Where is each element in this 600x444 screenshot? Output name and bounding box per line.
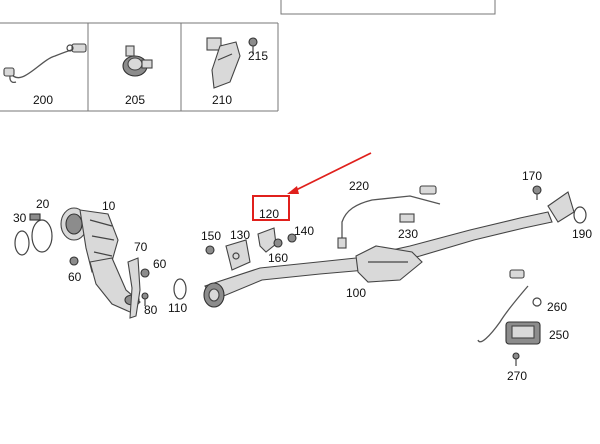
label-215: 215 bbox=[248, 49, 268, 63]
label-260: 260 bbox=[547, 300, 567, 314]
clip-230 bbox=[399, 213, 415, 223]
temperature-sensor-220 bbox=[337, 185, 441, 249]
label-10: 10 bbox=[102, 199, 116, 213]
label-160: 160 bbox=[268, 251, 288, 265]
label-205: 205 bbox=[125, 93, 145, 107]
bolt-215 bbox=[248, 37, 258, 54]
nut-60-left bbox=[69, 256, 79, 266]
vband-clamp-20 bbox=[29, 213, 53, 253]
label-170: 170 bbox=[522, 169, 542, 183]
bolt-170 bbox=[532, 185, 542, 200]
valve-205 bbox=[122, 45, 153, 77]
oxygen-sensor-200 bbox=[3, 43, 87, 84]
label-130: 130 bbox=[230, 228, 250, 242]
label-120: 120 bbox=[259, 207, 279, 221]
nut-60-right bbox=[140, 268, 150, 278]
nox-module-250 bbox=[505, 321, 541, 345]
highlight-box-120 bbox=[252, 195, 290, 221]
label-20: 20 bbox=[36, 197, 50, 211]
bracket-130 bbox=[225, 239, 251, 271]
label-70: 70 bbox=[134, 240, 148, 254]
label-190: 190 bbox=[572, 227, 592, 241]
top-panel-frame bbox=[280, 0, 496, 15]
nox-sensor-260 bbox=[477, 269, 542, 343]
label-140: 140 bbox=[294, 224, 314, 238]
bolt-160 bbox=[273, 238, 283, 248]
label-210: 210 bbox=[212, 93, 232, 107]
label-230: 230 bbox=[398, 227, 418, 241]
nut-150 bbox=[205, 245, 215, 255]
label-110: 110 bbox=[168, 301, 187, 315]
bracket-120 bbox=[257, 227, 277, 253]
highlight-arrow-line bbox=[291, 152, 372, 193]
bracket-210 bbox=[206, 37, 241, 89]
label-270: 270 bbox=[507, 369, 527, 383]
main-exhaust-pipe-100 bbox=[203, 191, 575, 308]
label-250: 250 bbox=[549, 328, 569, 342]
label-100: 100 bbox=[346, 286, 366, 300]
label-60-right: 60 bbox=[153, 257, 167, 271]
clamp-ring-30 bbox=[14, 230, 30, 256]
label-220: 220 bbox=[349, 179, 369, 193]
label-150: 150 bbox=[201, 229, 221, 243]
bolt-80 bbox=[141, 292, 149, 306]
gasket-110 bbox=[173, 278, 187, 300]
label-60-left: 60 bbox=[68, 270, 82, 284]
inset-panel bbox=[0, 22, 279, 112]
highlight-arrow-head bbox=[287, 186, 299, 194]
bolt-270 bbox=[512, 352, 520, 366]
label-200: 200 bbox=[33, 93, 53, 107]
label-30: 30 bbox=[13, 211, 27, 225]
bracket-70 bbox=[127, 257, 141, 319]
bolt-140 bbox=[287, 233, 297, 243]
label-80: 80 bbox=[144, 303, 158, 317]
rubber-mount-190 bbox=[573, 206, 587, 224]
